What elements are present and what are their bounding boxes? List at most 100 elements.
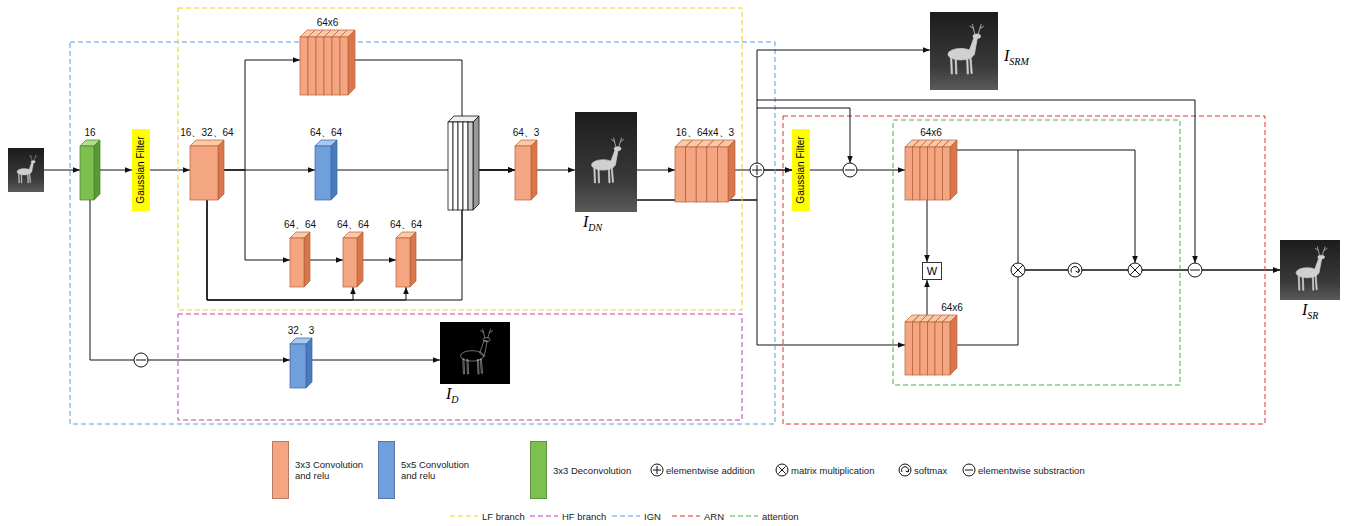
- connectors: [90, 60, 1280, 360]
- region-ign: [70, 42, 775, 424]
- legend-symbol: [775, 463, 789, 477]
- flow-wire: [44, 170, 80, 171]
- softmax-operator: [1068, 263, 1082, 277]
- image-symbol: SR: [1307, 310, 1318, 321]
- block-shape: [928, 140, 935, 200]
- block-shape: [290, 238, 304, 287]
- legend-item: matrix multiplication: [775, 440, 874, 500]
- add-operator: [750, 163, 764, 177]
- concat-block: [453, 122, 458, 210]
- channel-label: 16、32、64: [180, 127, 233, 138]
- image-symbol: D: [451, 394, 458, 405]
- block-shape: [306, 338, 312, 388]
- image-symbol: I: [583, 213, 588, 230]
- conv5-block: 32、3: [290, 338, 312, 388]
- legend-line: [672, 514, 700, 518]
- block-shape: [935, 315, 942, 375]
- legend-item: elementwise addition: [650, 440, 755, 500]
- block-shape: [675, 147, 686, 202]
- legend-label: LF branch: [482, 511, 525, 522]
- block-shape: [332, 30, 339, 95]
- block-shape: [943, 147, 951, 200]
- softmax-operator: [1068, 263, 1082, 277]
- block-shape: [950, 140, 957, 200]
- image-symbol: I: [446, 385, 451, 402]
- legend-line: [530, 515, 558, 516]
- block-shape: [943, 140, 950, 200]
- block-shape: [324, 30, 331, 95]
- channel-label: 64、64: [284, 219, 316, 230]
- block-label: 64x6: [317, 17, 339, 29]
- block-shape: [80, 140, 100, 200]
- image-output: ISRM: [930, 12, 998, 90]
- legend-label: HF branch: [562, 511, 606, 522]
- legend-line: [730, 514, 758, 518]
- connector: [150, 170, 190, 171]
- channel-label: 64、3: [513, 127, 540, 138]
- block-shape: [348, 30, 355, 95]
- block-shape: [935, 322, 943, 375]
- legend-line: [672, 515, 700, 516]
- block-shape: [190, 140, 224, 200]
- channel-label: 64、64: [390, 219, 422, 230]
- connector: [927, 280, 928, 315]
- legend-label: ARN: [704, 511, 724, 522]
- block-shape: [315, 146, 331, 200]
- image-symbol: DN: [588, 222, 602, 233]
- block-shape: [905, 322, 913, 375]
- block-shape: [308, 37, 316, 95]
- gaussian-filter: Gaussian Filter: [792, 129, 810, 211]
- add-operator: [752, 165, 762, 175]
- image-picture: [575, 112, 637, 212]
- block-shape: [920, 315, 927, 375]
- block-shape: [920, 140, 927, 200]
- legend-item: softmax: [898, 440, 947, 500]
- block-shape: [308, 30, 315, 95]
- block-shape: [717, 147, 728, 202]
- block-shape: [928, 322, 936, 375]
- subtract-operator: [1190, 270, 1200, 271]
- conv-block: 16、32、64: [190, 140, 224, 200]
- legend-line: [612, 514, 640, 518]
- image-label: ISR: [1302, 301, 1318, 325]
- filter-label: Gaussian Filter: [795, 136, 807, 203]
- conv5-block: 64、64: [315, 140, 337, 200]
- concat-block: [473, 116, 479, 210]
- legend-swatch: [530, 441, 547, 499]
- block-shape: [396, 238, 410, 287]
- connector: [927, 200, 928, 262]
- block-shape: [340, 37, 348, 95]
- block-shape: [675, 140, 735, 202]
- image-picture: [461, 329, 493, 374]
- legend-label: IGN: [644, 511, 661, 522]
- subtract-operator: [1188, 263, 1202, 277]
- connector: [224, 60, 300, 170]
- block-shape: [531, 140, 537, 200]
- block-label: 64、3: [513, 127, 540, 139]
- gaussian-filter: Gaussian Filter: [132, 129, 150, 211]
- subtract-operator: [134, 353, 148, 367]
- block-shape: [943, 315, 950, 375]
- block-shape: [300, 30, 355, 95]
- softmax-operator: [1076, 270, 1080, 273]
- block-shape: [515, 146, 531, 200]
- legend-label: elementwise addition: [666, 465, 755, 476]
- legend-item: HF branch: [530, 506, 606, 526]
- softmax-operator: [1071, 267, 1079, 273]
- subtract-operator: [134, 163, 1202, 367]
- block-shape: [410, 232, 416, 287]
- concat-block: [463, 122, 468, 210]
- block-shape: [935, 147, 943, 200]
- image-output: ID: [440, 322, 510, 384]
- block-shape: [935, 140, 942, 200]
- block-shape: [300, 37, 308, 95]
- block-shape: [928, 315, 935, 375]
- channel-label: 64x6: [920, 127, 942, 138]
- channel-label: 16、64x4、3: [676, 127, 734, 138]
- legend-symbol: [965, 470, 973, 471]
- legend-symbol: [776, 464, 788, 476]
- conv-stack: 64x6: [300, 30, 355, 95]
- block-shape: [332, 37, 340, 95]
- block-shape: [515, 140, 537, 200]
- matmul-operator: [1013, 265, 1023, 275]
